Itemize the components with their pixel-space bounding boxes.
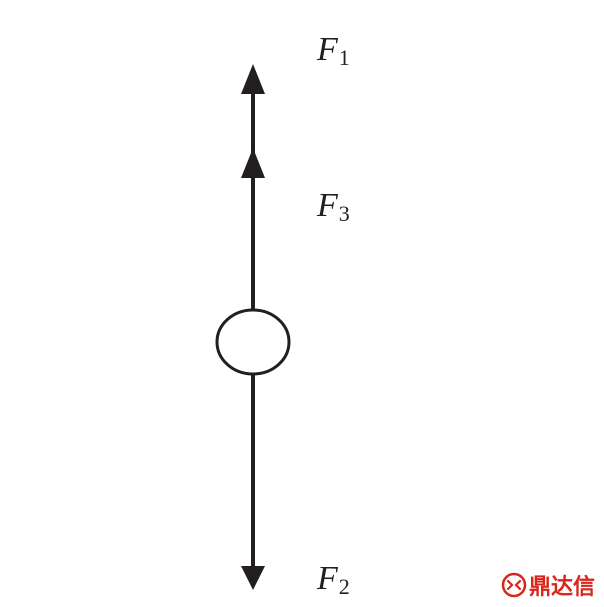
watermark-text: 鼎达信 (529, 575, 596, 600)
watermark: 鼎达信 (501, 570, 595, 600)
force-subscript: 1 (338, 45, 350, 70)
force-label-f2: F2 (317, 562, 350, 598)
force-label-f3: F3 (317, 189, 350, 225)
force-subscript: 2 (338, 574, 350, 599)
force-symbol: F (317, 187, 338, 224)
force-symbol: F (317, 560, 338, 597)
force-symbol: F (317, 31, 338, 68)
circle-body-icon (215, 308, 291, 376)
force-label-f1: F1 (317, 33, 350, 69)
force-subscript: 3 (338, 201, 350, 226)
watermark-logo-icon (501, 572, 527, 598)
arrowhead-up-icon (241, 148, 265, 178)
arrowhead-up-icon (241, 64, 265, 94)
arrowhead-down-icon (241, 566, 265, 590)
